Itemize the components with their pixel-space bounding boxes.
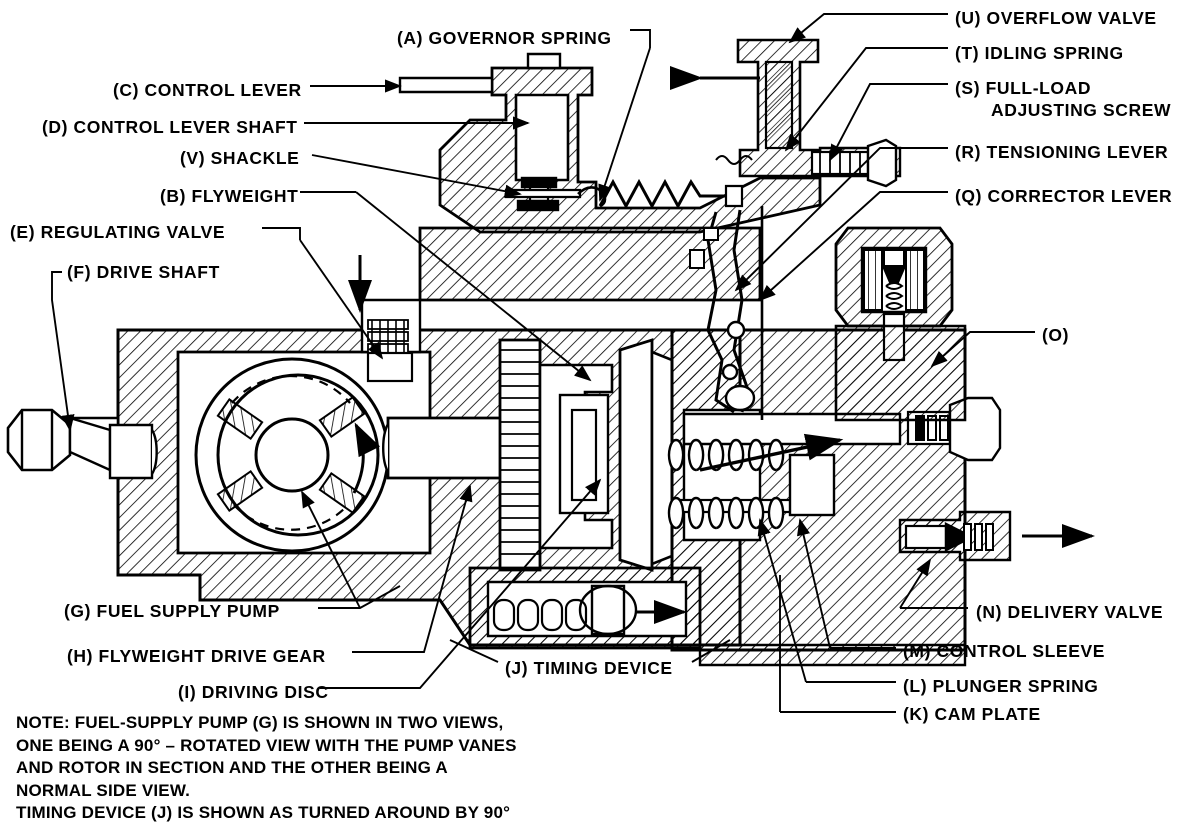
driving-disc bbox=[618, 338, 674, 572]
label-V: (V) SHACKLE bbox=[180, 148, 300, 168]
label-F: (F) DRIVE SHAFT bbox=[67, 262, 220, 282]
governor-lever-linkage bbox=[689, 206, 764, 420]
diagram-note: NOTE: FUEL-SUPPLY PUMP (G) IS SHOWN IN T… bbox=[16, 713, 517, 823]
timing-device bbox=[468, 566, 702, 650]
delivery-valve bbox=[898, 396, 1095, 562]
full-load-adjusting-screw bbox=[810, 138, 902, 188]
overflow-valve-assembly bbox=[670, 38, 822, 178]
label-J: (J) TIMING DEVICE bbox=[505, 658, 673, 678]
label-H: (H) FLYWEIGHT DRIVE GEAR bbox=[67, 646, 326, 666]
label-U: (U) OVERFLOW VALVE bbox=[955, 8, 1157, 28]
label-E: (E) REGULATING VALVE bbox=[10, 222, 226, 242]
corrector-spring-housing bbox=[834, 226, 967, 422]
drive-shaft bbox=[6, 408, 158, 480]
label-D: (D) CONTROL LEVER SHAFT bbox=[42, 117, 298, 137]
label-G: (G) FUEL SUPPLY PUMP bbox=[64, 601, 280, 621]
label-S-line2: ADJUSTING SCREW bbox=[991, 100, 1172, 120]
label-Q: (Q) CORRECTOR LEVER bbox=[955, 186, 1173, 206]
leader-lines bbox=[51, 13, 1035, 713]
label-A: (A) GOVERNOR SPRING bbox=[397, 28, 612, 48]
label-B: (B) FLYWEIGHT bbox=[160, 186, 299, 206]
label-L: (L) PLUNGER SPRING bbox=[903, 676, 1099, 696]
governor-spring bbox=[598, 178, 726, 210]
label-I: (I) DRIVING DISC bbox=[178, 682, 329, 702]
governor-housing bbox=[398, 52, 822, 302]
label-C: (C) CONTROL LEVER bbox=[113, 80, 302, 100]
label-S-line1: (S) FULL-LOAD bbox=[955, 78, 1092, 98]
label-K: (K) CAM PLATE bbox=[903, 704, 1041, 724]
flyweight-drive-gear bbox=[498, 338, 614, 572]
label-N: (N) DELIVERY VALVE bbox=[976, 602, 1164, 622]
label-O: (O) bbox=[1042, 325, 1070, 345]
label-T: (T) IDLING SPRING bbox=[955, 43, 1124, 63]
idling-spring bbox=[715, 155, 753, 165]
fuel-supply-pump-rotor bbox=[194, 357, 390, 553]
label-M: (M) CONTROL SLEEVE bbox=[903, 641, 1106, 661]
regulating-valve bbox=[348, 255, 422, 383]
label-R: (R) TENSIONING LEVER bbox=[955, 142, 1169, 162]
